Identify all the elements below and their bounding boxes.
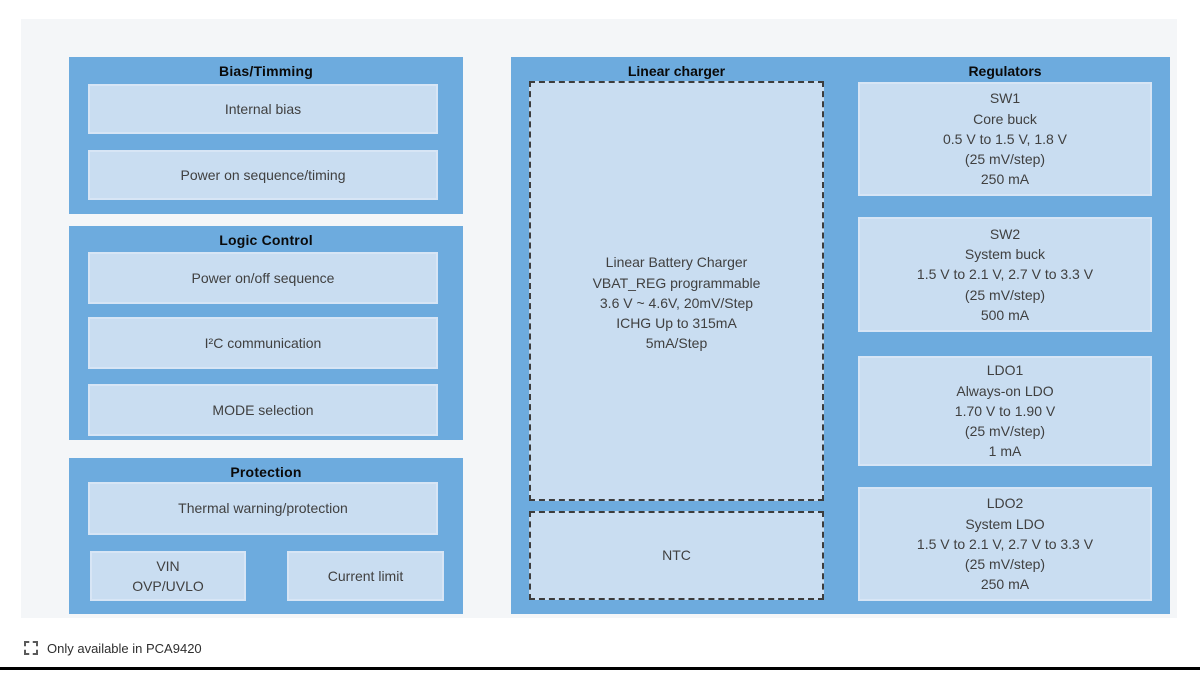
dashed-box-icon xyxy=(24,641,38,655)
group-charger-and-regulators: Linear charger Regulators Linear Battery… xyxy=(511,57,1170,614)
diagram-panel: Bias/Timming Internal bias Power on sequ… xyxy=(21,19,1177,618)
group-title-linear-charger: Linear charger xyxy=(627,63,726,79)
group-title-regulators: Regulators xyxy=(968,63,1042,79)
block-i2c-communication: I²C communication xyxy=(88,317,438,369)
bottom-divider xyxy=(0,667,1200,670)
block-internal-bias: Internal bias xyxy=(88,84,438,134)
group-protection: Protection Thermal warning/protection VI… xyxy=(69,458,463,614)
block-power-onoff-sequence: Power on/off sequence xyxy=(88,252,438,304)
block-sw2-system-buck: SW2 System buck 1.5 V to 2.1 V, 2.7 V to… xyxy=(858,217,1152,332)
legend-label: Only available in PCA9420 xyxy=(47,640,202,656)
group-title-bias-timing: Bias/Timming xyxy=(219,63,313,79)
block-vin-ovp-uvlo: VIN OVP/UVLO xyxy=(90,551,246,601)
group-bias-timing: Bias/Timming Internal bias Power on sequ… xyxy=(69,57,463,214)
block-sw1-core-buck: SW1 Core buck 0.5 V to 1.5 V, 1.8 V (25 … xyxy=(858,82,1152,196)
block-power-on-sequence-timing: Power on sequence/timing xyxy=(88,150,438,200)
block-thermal-warning-protection: Thermal warning/protection xyxy=(88,482,438,535)
group-title-protection: Protection xyxy=(230,464,302,480)
block-current-limit: Current limit xyxy=(287,551,444,601)
block-ldo2-system-ldo: LDO2 System LDO 1.5 V to 2.1 V, 2.7 V to… xyxy=(858,487,1152,601)
legend: Only available in PCA9420 xyxy=(24,639,202,657)
group-title-logic-control: Logic Control xyxy=(219,232,313,248)
group-logic-control: Logic Control Power on/off sequence I²C … xyxy=(69,226,463,440)
block-ntc: NTC xyxy=(529,511,824,600)
block-ldo1-always-on-ldo: LDO1 Always-on LDO 1.70 V to 1.90 V (25 … xyxy=(858,356,1152,466)
block-mode-selection: MODE selection xyxy=(88,384,438,436)
block-linear-battery-charger: Linear Battery Charger VBAT_REG programm… xyxy=(529,81,824,501)
